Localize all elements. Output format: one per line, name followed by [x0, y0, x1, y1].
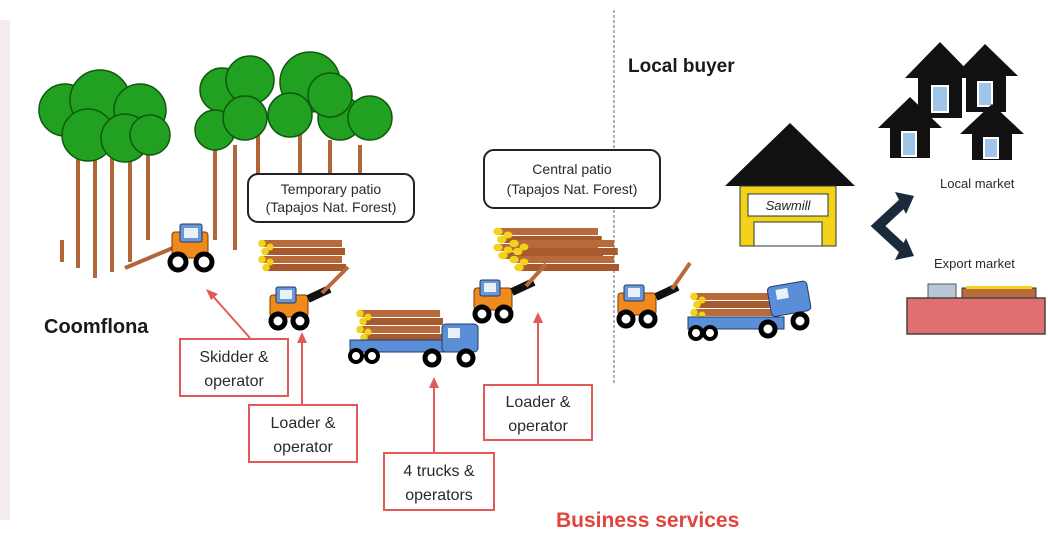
skidder-operator-line1: Skidder & — [199, 349, 269, 366]
central-patio-box: Central patio (Tapajos Nat. Forest) — [483, 149, 661, 209]
loader-operator-1-line2: operator — [273, 439, 333, 456]
temporary-patio-title: Temporary patio — [281, 181, 382, 197]
log-pile-icon — [493, 227, 619, 272]
skidder-icon — [167, 223, 215, 273]
coomflona-heading: Coomflona — [44, 316, 149, 338]
temporary-patio-box: Temporary patio (Tapajos Nat. Forest) — [247, 173, 415, 223]
temporary-patio-location: (Tapajos Nat. Forest) — [266, 199, 397, 215]
trucks-operators-line2: operators — [405, 487, 473, 504]
skidder-operator-line2: operator — [204, 373, 264, 390]
local-buyer-heading: Local buyer — [628, 56, 735, 77]
double-arrow-icon — [870, 192, 914, 260]
truck-icon — [348, 309, 479, 368]
skidder-operator-box: Skidder & operator — [179, 338, 289, 397]
central-patio-title: Central patio — [532, 161, 612, 177]
forest — [38, 51, 393, 278]
truck-icon — [687, 280, 812, 341]
tree-trunks — [60, 120, 362, 278]
tree-icon — [38, 51, 393, 163]
left-edge-decoration — [0, 20, 10, 520]
loader-icon — [472, 262, 548, 324]
loader-icon — [268, 265, 350, 331]
trucks-operators-line1: 4 trucks & — [403, 463, 474, 480]
loader-operator-box-2: Loader & operator — [483, 384, 593, 441]
house-icon — [878, 42, 1024, 160]
trucks-operators-box: 4 trucks & operators — [383, 452, 495, 511]
business-services-heading: Business services — [556, 509, 739, 532]
loader-operator-2-line1: Loader & — [506, 394, 571, 411]
loader-icon — [616, 261, 692, 329]
local-market-label: Local market — [940, 176, 1015, 191]
service-arrows — [206, 289, 543, 452]
sawmill-label: Sawmill — [766, 198, 812, 213]
sawmill-icon: Sawmill — [725, 123, 855, 247]
loader-operator-box-1: Loader & operator — [248, 404, 358, 463]
loader-operator-2-line2: operator — [508, 418, 568, 435]
ship-icon — [906, 283, 1046, 335]
loader-operator-1-line1: Loader & — [271, 415, 336, 432]
export-market-label: Export market — [934, 256, 1015, 271]
log-pile-icon — [258, 239, 346, 272]
felled-log — [124, 243, 181, 270]
central-patio-location: (Tapajos Nat. Forest) — [507, 181, 638, 197]
